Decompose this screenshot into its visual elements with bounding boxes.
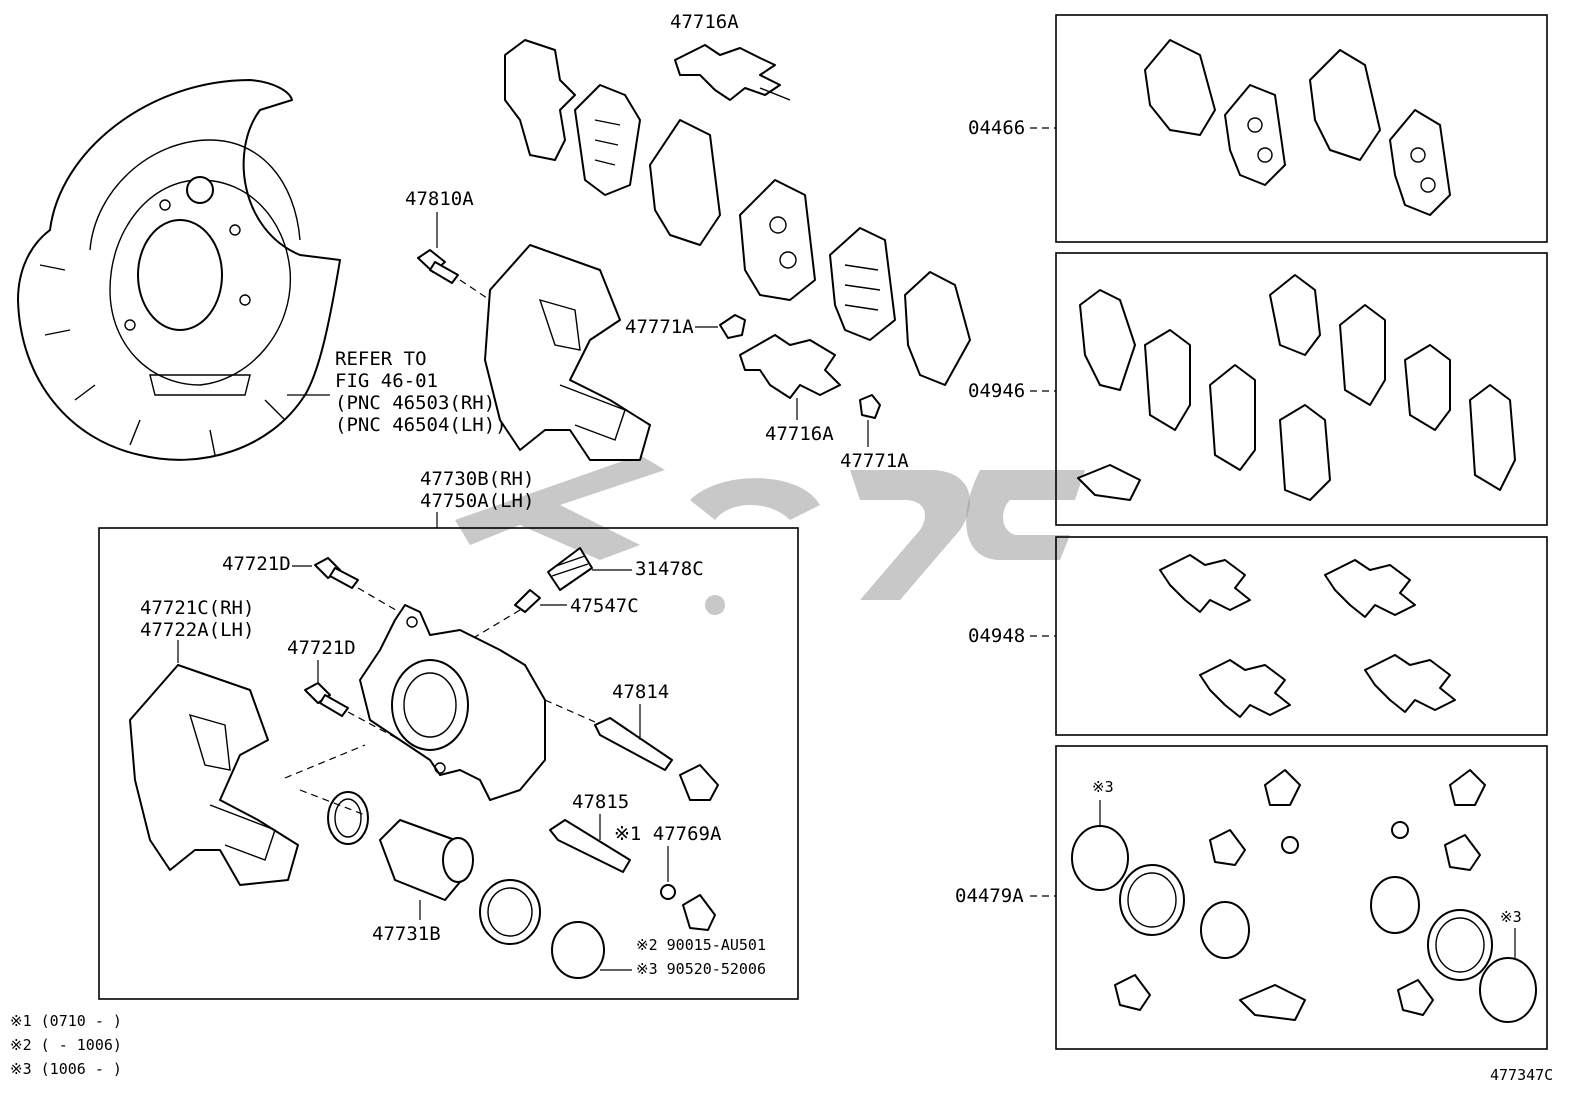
kit-04948-shims: [1159, 554, 1456, 718]
bleeder-47547C: [469, 589, 541, 641]
refer-line-4: (PNC 46504(LH)): [335, 414, 507, 436]
guide-pin-47815: [549, 819, 631, 873]
pad-row-top: [504, 39, 971, 386]
dashed-guide: [284, 744, 366, 816]
piston-seal: [327, 791, 369, 845]
caliper-bracket-upper: [484, 244, 651, 461]
kit-04466-pads: [1144, 39, 1451, 216]
caliper-assembly-box: [98, 527, 799, 1000]
label-47721D-b: 47721D: [287, 637, 356, 659]
kit-box-04479A: [1055, 745, 1548, 1050]
caliper-housing: [359, 604, 546, 801]
bolt-47810A: [417, 249, 491, 301]
label-04479A: 04479A: [955, 885, 1024, 907]
kit-04946-pads: [1077, 274, 1516, 501]
piston-47731B: [379, 819, 474, 901]
watermark-logo: [455, 455, 1085, 615]
kit-mark-3a: ※3: [1092, 778, 1114, 796]
label-04466: 04466: [968, 117, 1025, 139]
footnote-3: ※3 (1006 - ): [10, 1060, 122, 1078]
label-47810A: 47810A: [405, 188, 474, 210]
kit-box-04948: [1055, 536, 1548, 736]
label-47731B: 47731B: [372, 923, 441, 945]
label-47721D-a: 47721D: [222, 553, 291, 575]
label-47814: 47814: [612, 681, 669, 703]
piston-boot: [479, 879, 541, 945]
label-47771A-left: 47771A: [625, 316, 694, 338]
kit-box-04946: [1055, 252, 1548, 526]
label-47730B: 47730B(RH): [420, 468, 534, 490]
label-47716A-mid: 47716A: [765, 423, 834, 445]
footnote-1: ※1 (0710 - ): [10, 1012, 122, 1030]
refer-line-2: FIG 46-01: [335, 370, 438, 392]
label-90520: ※3 90520-52006: [636, 960, 766, 978]
caliper-bracket-lower: [129, 664, 299, 886]
label-47722A: 47722A(LH): [140, 619, 254, 641]
figure-id: 477347C: [1490, 1066, 1553, 1084]
label-47721C: 47721C(RH): [140, 597, 254, 619]
dust-shield-plate: [17, 79, 341, 461]
refer-line-1: REFER TO: [335, 348, 427, 370]
shim-47716A-top: [674, 44, 791, 101]
label-31478C: 31478C: [635, 558, 704, 580]
kit-mark-3b: ※3: [1500, 908, 1522, 926]
label-47771A-bottom: 47771A: [840, 450, 909, 472]
bush-47769A: [660, 884, 716, 931]
kit-04479A-seals: [1071, 769, 1537, 1023]
clip-47771A-left: [719, 314, 746, 339]
label-47769A: ※1 47769A: [614, 823, 722, 845]
bolt-47721D-lower: [304, 682, 401, 741]
label-47815: 47815: [572, 791, 629, 813]
kit-box-04466: [1055, 14, 1548, 243]
refer-line-3: (PNC 46503(RH)): [335, 392, 507, 414]
piston-ring: [551, 921, 605, 979]
label-04948: 04948: [968, 625, 1025, 647]
boot-31478C: [547, 547, 593, 591]
bolt-47721D-upper: [314, 557, 431, 631]
guide-pin-47814: [544, 699, 719, 801]
label-04946: 04946: [968, 380, 1025, 402]
clip-47771A-bottom: [859, 394, 881, 419]
footnote-2: ※2 ( - 1006): [10, 1036, 122, 1054]
label-47716A-top: 47716A: [670, 11, 739, 33]
shim-47716A-mid: [739, 334, 841, 399]
label-90015: ※2 90015-AU501: [636, 936, 766, 954]
label-47547C: 47547C: [570, 595, 639, 617]
label-47750A: 47750A(LH): [420, 490, 534, 512]
